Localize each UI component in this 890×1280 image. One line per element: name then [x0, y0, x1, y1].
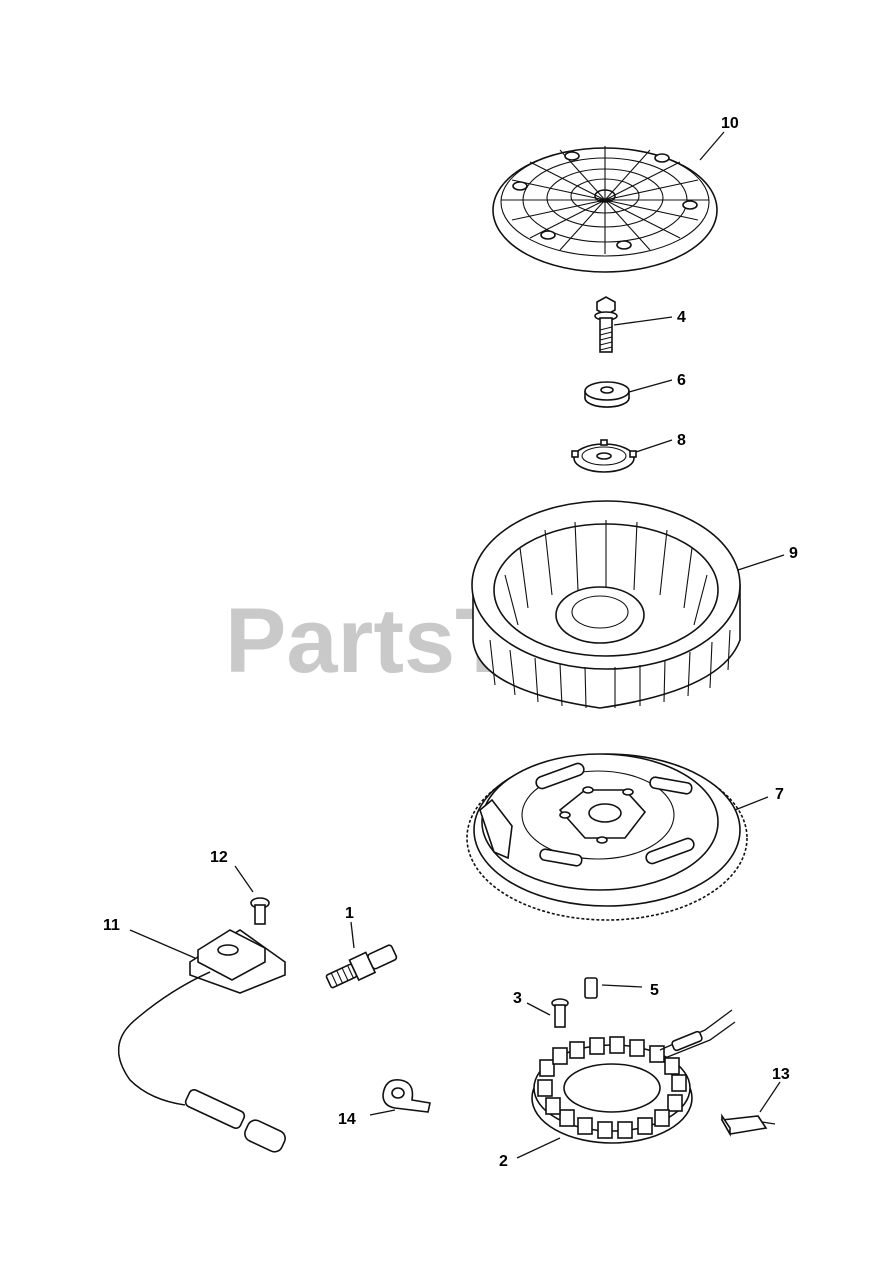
callout-13: 13	[772, 1066, 790, 1083]
screw-3	[551, 998, 569, 1028]
stator	[531, 1009, 736, 1144]
callout-9: 9	[789, 545, 798, 562]
callout-8: 8	[677, 432, 686, 449]
callout-4: 4	[677, 309, 686, 326]
connector	[720, 1113, 776, 1138]
screw-12	[250, 897, 270, 925]
callout-7: 7	[775, 786, 784, 803]
callout-10: 10	[721, 115, 739, 132]
leader-lines	[129, 131, 785, 1159]
clamp	[382, 1078, 431, 1113]
callout-12: 12	[210, 849, 228, 866]
callout-6: 6	[677, 372, 686, 389]
callout-11: 11	[103, 917, 120, 934]
callout-3: 3	[513, 990, 522, 1007]
key	[584, 977, 598, 999]
spark-plug	[325, 944, 398, 989]
flywheel	[466, 753, 748, 921]
retainer	[571, 439, 637, 473]
callout-2: 2	[499, 1153, 508, 1170]
grille-plate	[492, 146, 718, 273]
callout-14: 14	[338, 1111, 356, 1128]
fan	[471, 500, 741, 709]
flywheel-bolt	[594, 296, 618, 353]
callout-labels: 10 4 6 8 9 7 12 11 1 5 3 2 14 13	[103, 115, 798, 1170]
washer	[584, 381, 630, 408]
callout-1: 1	[345, 905, 354, 922]
callout-5: 5	[650, 982, 659, 999]
ignition-module	[117, 929, 286, 1153]
